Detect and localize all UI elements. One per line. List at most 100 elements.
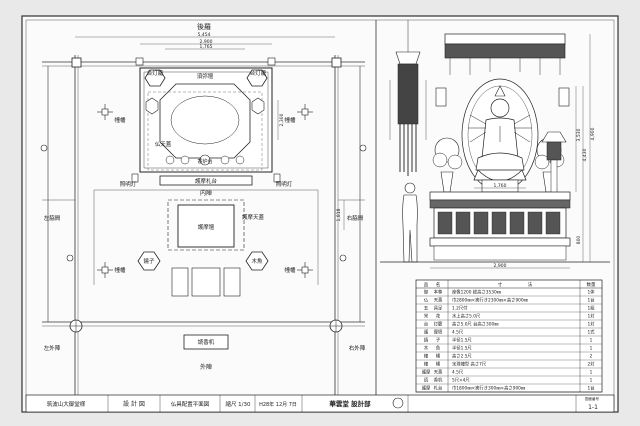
table-cell-item-a: 幢 — [424, 353, 429, 360]
drawing-name: 仏具配置平面図 — [171, 401, 210, 408]
table-cell-item-a: 御 — [424, 289, 429, 296]
table-cell-qty: 1 — [590, 338, 593, 344]
talisman-stand — [159, 175, 253, 186]
column — [66, 254, 74, 262]
table-cell-qty: 1式 — [587, 329, 595, 336]
altar-band — [429, 199, 571, 209]
altar-lower-band — [429, 237, 571, 247]
goma-altar — [177, 204, 235, 248]
label-right-side: 右脇間 — [347, 214, 364, 222]
flower-vase-icon — [432, 137, 463, 193]
buddha-seat — [170, 95, 240, 145]
lantern-left-icon — [144, 69, 166, 87]
canopy-lattice — [444, 43, 566, 59]
column — [359, 144, 367, 152]
company-name: 華雲堂 設計部 — [329, 399, 371, 408]
standing-lantern-icon — [541, 131, 567, 201]
hanging-lantern-icon — [435, 87, 447, 107]
column — [40, 144, 48, 152]
column — [339, 254, 347, 262]
table-cell-qty: 1対 — [587, 313, 595, 320]
table-cell-dimension: 巾2800㎜×奥行き2300㎜×高さ900㎜ — [452, 297, 529, 304]
elev-dim-1: 3,530 — [576, 128, 582, 141]
project-name: 筑波山大御堂様 — [47, 400, 86, 408]
canopy-outline — [159, 83, 251, 159]
sheet-number-label: 図面番号 — [585, 396, 599, 401]
cushion — [223, 267, 241, 297]
table-cell-item-b: 花 — [436, 313, 441, 320]
table-cell-item-b: 本尊 — [434, 289, 443, 296]
elevation-view: 1,760 2,900 3,530 4,900 4,430 800 — [380, 20, 610, 269]
dim-right: 1,818 — [336, 208, 342, 221]
table-cell-qty: 1台 — [587, 385, 594, 392]
table-header: 寸 — [498, 281, 503, 288]
goma-canopy-outline — [167, 199, 245, 251]
table-cell-item-b: 摩壇 — [434, 329, 443, 336]
label-banner-4: 幢幡 — [284, 266, 296, 274]
altar-panels — [437, 211, 561, 235]
elev-dim-4: 800 — [576, 236, 582, 245]
table-cell-dimension: 半径1.5尺 — [452, 345, 472, 352]
table-cell-item-a: 仏 — [424, 299, 429, 304]
table-cell-dimension: 1.2尺付 — [452, 305, 468, 312]
banner-icon — [297, 104, 313, 120]
table-cell-item-a: 台 — [424, 321, 428, 328]
banner-icon — [297, 262, 313, 278]
plan-top-label: 後羅 — [197, 22, 211, 31]
table-cell-qty: 1 — [590, 346, 593, 352]
cushion — [191, 267, 221, 297]
vase-icon — [251, 97, 265, 115]
label-lantern-right: 台灯籠 — [250, 69, 267, 77]
banner-icon — [97, 104, 113, 120]
title-block: 筑波山大御堂様 設 計 図 仏具配置平面図 縮尺 1/30 H28年 12月 7… — [25, 394, 615, 413]
table-cell-item-b: 幡 — [436, 353, 441, 360]
label-banner-1: 幢幡 — [114, 116, 126, 124]
floor-plan: 後羅 5,454 2,900 1,765 — [40, 22, 367, 395]
table-cell-qty: 1体 — [587, 289, 595, 296]
altar-plinth — [433, 245, 567, 261]
label-incense: 香炉台 — [197, 158, 212, 165]
table-cell-item-a: 幢 — [424, 361, 429, 368]
column — [331, 57, 342, 68]
table-cell-qty: 2 — [590, 354, 593, 360]
light-icon — [273, 173, 281, 183]
table-cell-dimension: 高さ2.5尺 — [452, 353, 472, 360]
label-bell: 鐃子 — [143, 257, 155, 265]
table-header: 法 — [528, 281, 533, 288]
table-cell-item-a: 五 — [424, 306, 429, 312]
elev-dim-2: 4,900 — [590, 127, 596, 140]
table-cell-item-a: 護摩 — [422, 369, 431, 376]
label-left-side: 左脇間 — [44, 214, 61, 222]
label-inner-sanctuary: 内陣 — [200, 189, 212, 197]
incense-burner-icon — [199, 154, 211, 166]
column — [267, 57, 276, 66]
altar-top — [429, 191, 571, 201]
label-goma-altar: 護摩壇 — [198, 223, 215, 231]
table-cell-dimension: 4.5尺 — [452, 330, 464, 336]
table-cell-qty: 1 — [590, 370, 593, 376]
table-cell-dimension: 座像1200 総高さ3530㎜ — [452, 289, 502, 296]
label-wooden-fish: 木魚 — [251, 257, 263, 265]
label-goma-canopy: 護摩天蓋 — [242, 213, 265, 221]
bell-icon — [137, 251, 161, 271]
table-cell-dimension: 巾1800㎜×奥行き300㎜×高さ900㎜ — [452, 385, 526, 392]
label-banner-2: 幢幡 — [284, 116, 296, 124]
table-cell-item-a: 木 — [424, 345, 429, 352]
canopy-fringe — [449, 58, 561, 75]
table-cell-qty: 1対 — [587, 321, 595, 328]
elev-dim-bottom: 2,900 — [494, 263, 507, 269]
table-cell-item-a: 鐃 — [424, 337, 429, 344]
label-outer-hall: 外陣 — [200, 363, 212, 371]
canopy-frame — [444, 33, 566, 45]
table-cell-item-b: 天蓋 — [434, 297, 443, 304]
title-block-frame — [25, 394, 615, 413]
dim-top-3: 1,765 — [200, 44, 213, 50]
table-cell-item-b: 魚 — [436, 345, 441, 352]
table-header: 名 — [436, 281, 441, 288]
label-left-outer: 左外陣 — [44, 344, 61, 352]
offering-icon — [180, 155, 190, 165]
label-light-left: 照明灯 — [120, 180, 137, 188]
vase-icon — [145, 97, 159, 115]
hanging-banner-icon — [389, 20, 427, 176]
